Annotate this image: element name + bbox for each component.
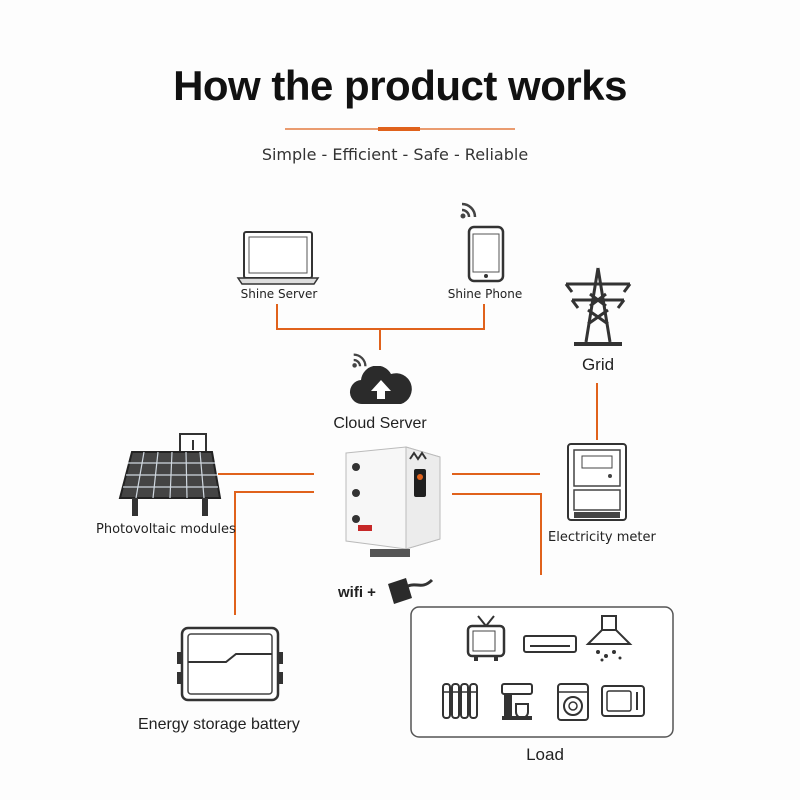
battery-label: Energy storage battery — [138, 716, 300, 733]
transmission-tower-icon — [564, 267, 632, 346]
wifi-dongle-icon — [388, 578, 434, 604]
washing-machine-icon — [557, 683, 589, 721]
cloud-upload-icon — [350, 366, 412, 405]
page-subtitle: Simple - Efficient - Safe - Reliable — [261, 145, 529, 164]
cloud-server-label: Cloud Server — [333, 415, 427, 432]
air-conditioner-icon — [523, 635, 577, 653]
battery-icon — [177, 626, 283, 702]
wifi-icon — [460, 202, 477, 219]
electricity-meter-icon — [567, 443, 627, 521]
range-hood-icon — [585, 615, 633, 662]
radiator-icon — [442, 683, 478, 719]
solar-panel-icon — [118, 433, 222, 516]
tv-icon — [466, 615, 506, 661]
wifi-label: wifi + — [338, 584, 376, 601]
inverter-icon — [345, 446, 441, 557]
shine-phone-label: Shine Phone — [447, 287, 523, 301]
electricity-meter-label: Electricity meter — [548, 530, 656, 545]
load-label: Load — [526, 745, 564, 764]
photovoltaic-label: Photovoltaic modules — [96, 522, 236, 537]
microwave-icon — [601, 685, 645, 717]
shine-server-label: Shine Server — [240, 287, 318, 301]
laptop-icon — [236, 231, 320, 285]
smartphone-icon — [467, 225, 505, 283]
grid-label: Grid — [581, 355, 615, 374]
coffee-machine-icon — [501, 683, 533, 720]
wifi-icon — [352, 353, 367, 368]
page-title: How the product works — [173, 62, 627, 109]
